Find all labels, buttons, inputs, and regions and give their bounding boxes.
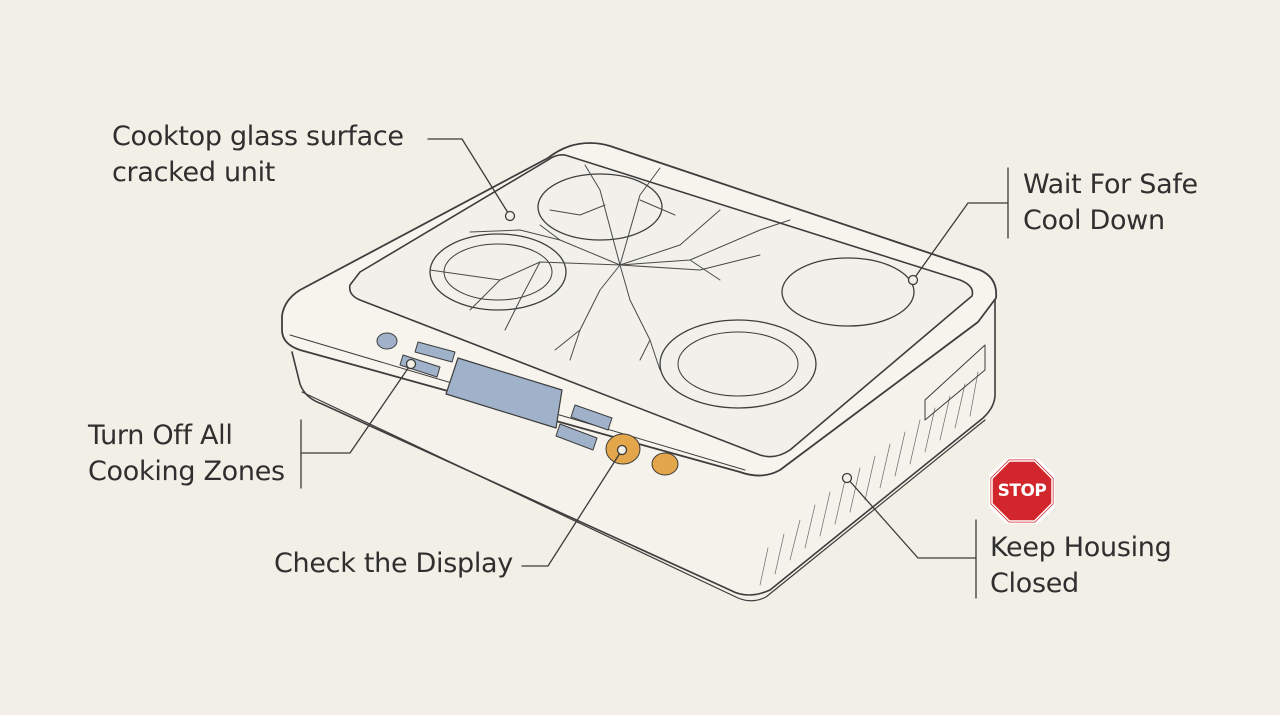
callout-turn-off: Turn Off All Cooking Zones: [88, 418, 285, 490]
callout-dot-turnoff: [405, 358, 417, 370]
callout-dot-cooldown: [907, 274, 919, 286]
callout-glass-surface-line1: Cooktop glass surface: [112, 121, 404, 152]
callout-turn-off-line1: Turn Off All: [88, 420, 233, 451]
stop-sign-text: STOP: [997, 481, 1047, 501]
callout-dot-housing: [841, 472, 853, 484]
housing-bottom-edge: [301, 391, 986, 602]
callout-display-line1: Check the Display: [274, 548, 513, 579]
burner-front-right-inner: [677, 331, 799, 397]
burner-front-left: [429, 233, 567, 311]
callout-line-display: [521, 449, 623, 567]
display-panel: [445, 357, 563, 429]
burner-back-right: [781, 257, 915, 327]
callout-cool-down-line2: Cool Down: [1023, 205, 1165, 236]
side-vent: [924, 344, 986, 421]
callout-line-glass: [427, 138, 511, 217]
callout-cool-down-line1: Wait For Safe: [1023, 169, 1198, 200]
callout-dot-glass: [504, 210, 516, 222]
callout-line-housing-leader: [846, 477, 977, 559]
callout-cool-down: Wait For Safe Cool Down: [1023, 167, 1198, 239]
control-button-1: [414, 341, 456, 363]
control-button-3: [570, 404, 613, 431]
callout-housing-line1: Keep Housing: [990, 532, 1172, 563]
housing-side-hatching: [759, 371, 979, 586]
callout-turn-off-line2: Cooking Zones: [88, 456, 285, 487]
burner-back-left: [537, 173, 663, 241]
power-indicator: [376, 332, 398, 350]
control-button-4: [555, 423, 598, 451]
callout-glass-surface: Cooktop glass surface cracked unit: [112, 119, 404, 191]
callout-dot-display: [616, 444, 628, 456]
callout-housing-line2: Closed: [990, 568, 1079, 599]
burner-front-right: [659, 319, 817, 409]
callout-housing: Keep Housing Closed: [990, 530, 1172, 602]
glass-cracks: [429, 164, 791, 371]
callout-glass-surface-line2: cracked unit: [112, 157, 276, 188]
callout-line-cooldown-leader: [912, 202, 1009, 281]
callout-line-turnoff-leader: [300, 363, 412, 454]
callout-display: Check the Display: [274, 546, 513, 582]
knob-secondary: [651, 452, 679, 476]
stop-sign-icon: [989, 458, 1055, 524]
